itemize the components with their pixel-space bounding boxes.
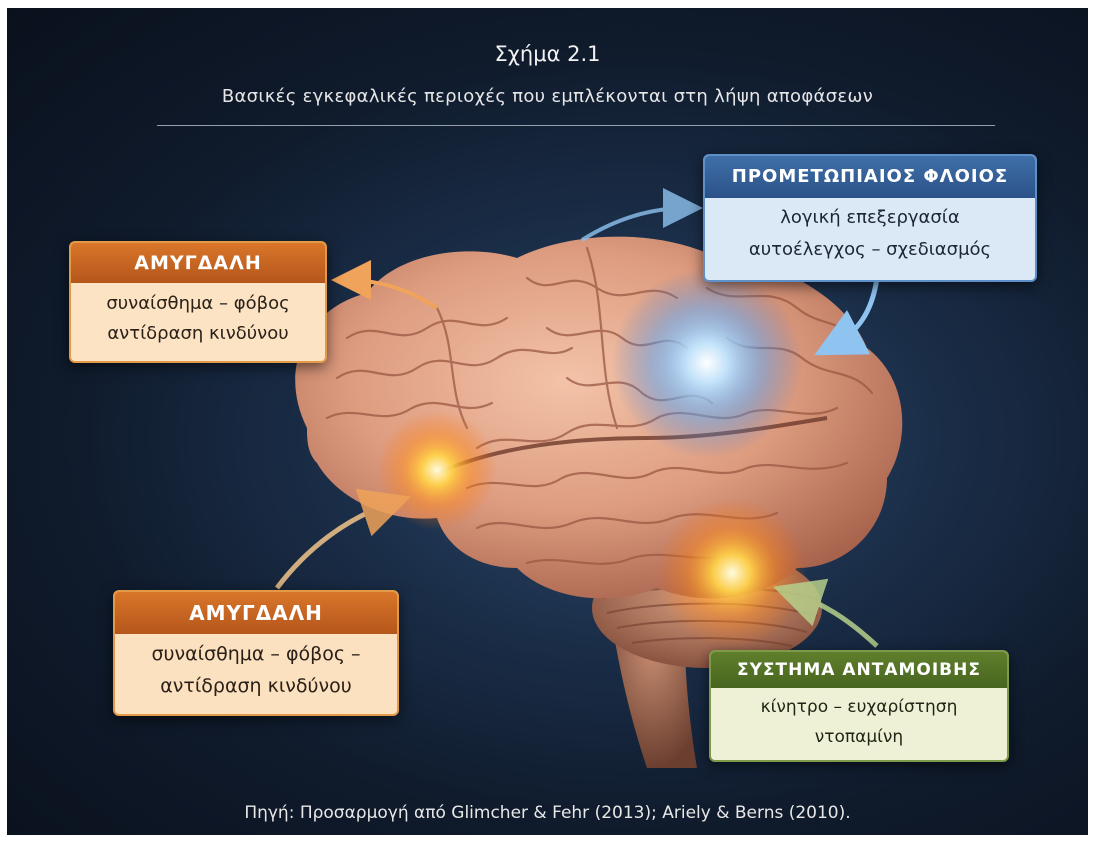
reward-glow <box>657 498 807 648</box>
label-line: συναίσθημα – φόβος <box>71 289 325 319</box>
label-box-reward: ΣΥΣΤΗΜΑ ΑΝΤΑΜΟΙΒΗΣ κίνητρο – ευχαρίστηση… <box>709 650 1009 762</box>
source-citation: Πηγή: Προσαρμογή από Glimcher & Fehr (20… <box>7 803 1088 823</box>
label-body: συναίσθημα – φόβος – αντίδραση κινδύνου <box>115 634 397 702</box>
figure-subtitle: Βασικές εγκεφαλικές περιοχές που εμπλέκο… <box>7 86 1088 107</box>
label-line: λογική επεξεργασία <box>705 202 1035 234</box>
label-body: κίνητρο – ευχαρίστηση ντοπαμίνη <box>711 688 1007 752</box>
figure-canvas: Σχήμα 2.1 Βασικές εγκεφαλικές περιοχές π… <box>7 8 1088 835</box>
title-divider <box>157 125 995 126</box>
arrow-prefrontal-in <box>582 208 687 240</box>
prefrontal-glow <box>612 268 802 458</box>
label-body: συναίσθημα – φόβος αντίδραση κινδύνου <box>71 283 325 349</box>
label-box-amygdala-top: ΑΜΥΓΔΑΛΗ συναίσθημα – φόβος αντίδραση κι… <box>69 241 327 363</box>
label-box-amygdala-bottom: ΑΜΥΓΔΑΛΗ συναίσθημα – φόβος – αντίδραση … <box>113 590 399 716</box>
label-line: αντίδραση κινδύνου <box>71 319 325 349</box>
label-body: λογική επεξεργασία αυτοέλεγχος – σχεδιασ… <box>705 198 1035 266</box>
label-line: αντίδραση κινδύνου <box>115 670 397 702</box>
label-line: κίνητρο – ευχαρίστηση <box>711 692 1007 722</box>
label-line: συναίσθημα – φόβος – <box>115 638 397 670</box>
figure-title: Σχήμα 2.1 <box>7 42 1088 66</box>
arrow-amygdala-bottom <box>277 503 392 588</box>
label-line: ντοπαμίνη <box>711 722 1007 752</box>
label-heading: ΑΜΥΓΔΑΛΗ <box>71 243 325 283</box>
amygdala-glow <box>377 410 497 530</box>
label-heading: ΑΜΥΓΔΑΛΗ <box>115 592 397 634</box>
label-line: αυτοέλεγχος – σχεδιασμός <box>705 234 1035 266</box>
cerebrum <box>295 237 902 599</box>
label-heading: ΣΥΣΤΗΜΑ ΑΝΤΑΜΟΙΒΗΣ <box>711 652 1007 688</box>
label-heading: ΠΡΟΜΕΤΩΠΙΑΙΟΣ ΦΛΟΙΟΣ <box>705 156 1035 198</box>
label-box-prefrontal: ΠΡΟΜΕΤΩΠΙΑΙΟΣ ΦΛΟΙΟΣ λογική επεξεργασία … <box>703 154 1037 282</box>
